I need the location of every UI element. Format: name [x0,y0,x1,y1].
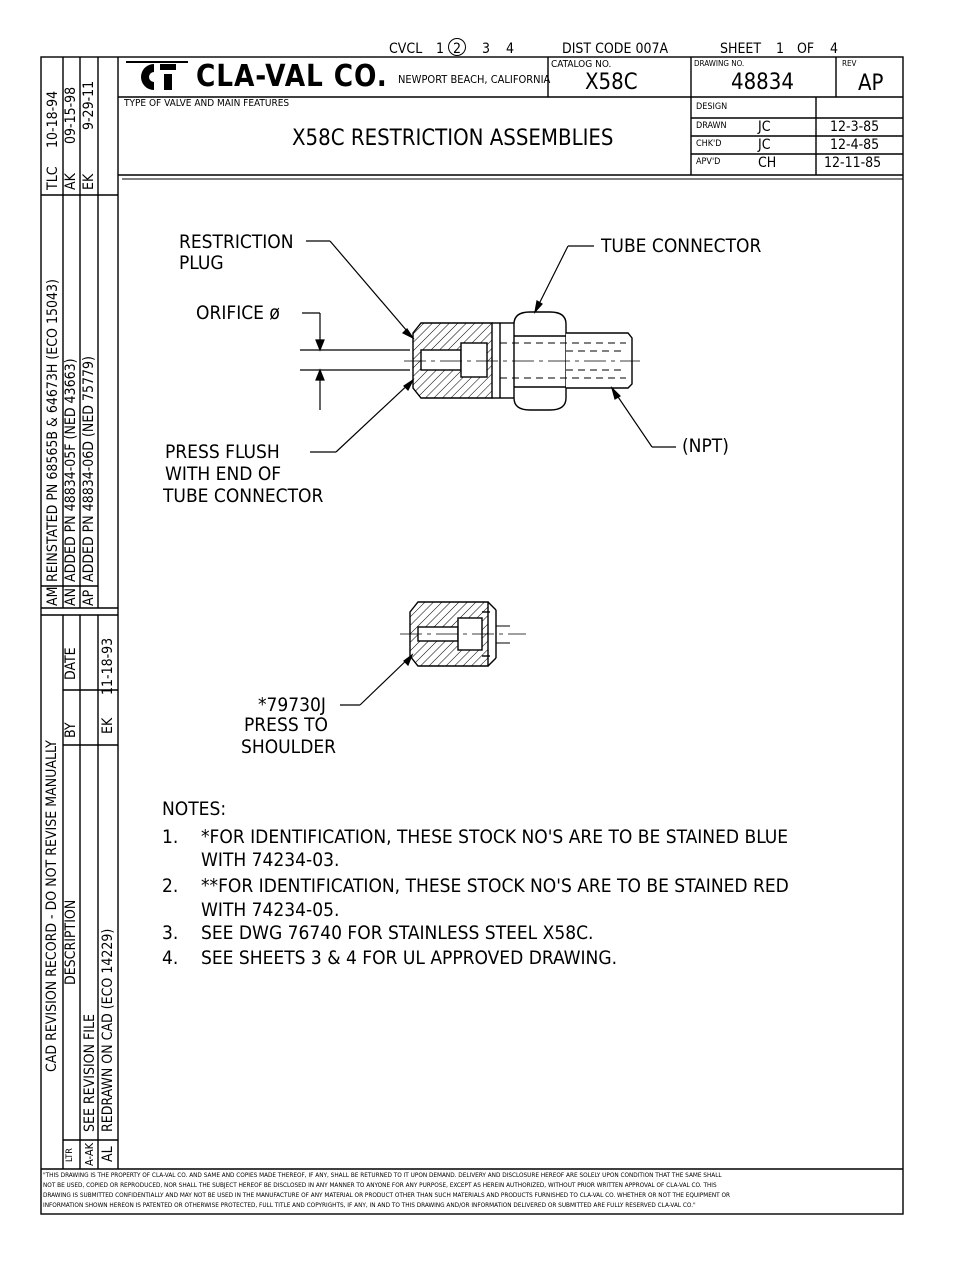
apvd-date: 12-11-85 [824,155,882,171]
cad-row1-ltr: A-AK [83,1142,96,1166]
cvcl-circled-marker [448,38,466,56]
footer-line-2: NOT BE USED, COPIED OR REPRODUCED, NOR S… [43,1181,717,1189]
drawing-no-label: DRAWING NO. [694,59,745,68]
sheet-of-label: OF [797,41,815,57]
rev-ap-ltr: AP [81,589,97,606]
note-2-line-2: WITH 74234-05. [201,899,340,921]
press-flush-label-1: PRESS FLUSH [165,441,280,463]
npt-label: (NPT) [682,435,729,457]
press-to-label: PRESS TO [244,714,329,736]
restriction-plug-label-2: PLUG [179,252,224,274]
drawing-title: X58C RESTRICTION ASSEMBLIES [292,126,614,151]
restriction-plug-label-1: RESTRICTION [179,231,294,253]
drawn-label: DRAWN [696,121,727,131]
plug-79730j [400,601,526,667]
footer-line-1: "THIS DRAWING IS THE PROPERTY OF CLA-VAL… [43,1171,722,1179]
dist-code: DIST CODE 007A [562,41,669,57]
drawing-no-value: 48834 [731,70,794,95]
chkd-by: JC [758,137,771,153]
rev-an-ltr: AN [63,587,79,606]
chkd-date: 12-4-85 [830,137,880,153]
note-2-num: 2. [162,875,179,897]
rev-ap-desc: ADDED PN 48834-06D (NED 75779) [81,356,97,582]
cad-row1-desc: SEE REVISION FILE [82,1014,98,1132]
note-4-num: 4. [162,947,179,969]
rev-am-desc: REINSTATED PN 68565B & 64673H (ECO 15043… [45,279,61,582]
orifice-label: ORIFICE ø [196,302,280,324]
footer-line-4: INFORMATION SHOWN HEREON IS PATENTED OR … [43,1201,696,1209]
note-3-line-1: SEE DWG 76740 FOR STAINLESS STEEL X58C. [201,922,594,944]
design-label: DESIGN [696,102,728,112]
rev-value: AP [858,71,884,96]
rev-an-date: 09-15-98 [63,86,79,144]
note-1-num: 1. [162,826,179,848]
company-name: CLA-VAL CO. [196,59,388,94]
cla-val-logo-icon [124,60,190,94]
cvcl-sheet-1: 1 [436,41,445,57]
cad-ltr-header: LTR [65,1148,75,1162]
cad-desc-header: DESCRIPTION [63,899,79,985]
rev-label: REV [842,59,857,68]
sheet-total: 4 [830,41,839,57]
drawn-date: 12-3-85 [830,119,880,135]
company-location: NEWPORT BEACH, CALIFORNIA [398,73,551,86]
rev-an-by: AK [63,173,79,190]
cad-row2-ltr: AL [100,1146,116,1162]
cad-row2-by: EK [100,717,116,734]
sheet-label: SHEET [720,41,762,57]
apvd-label: APV'D [696,157,721,167]
rev-am-by: TLC [45,166,61,190]
shoulder-label: SHOULDER [241,736,337,758]
cad-row2-date: 11-18-93 [100,637,116,695]
notes-heading: NOTES: [162,798,227,820]
press-flush-label-3: TUBE CONNECTOR [163,485,324,507]
note-1-line-2: WITH 74234-03. [201,849,340,871]
note-4-line-1: SEE SHEETS 3 & 4 FOR UL APPROVED DRAWING… [201,947,618,969]
cvcl-sheet-4: 4 [506,41,515,57]
orifice-dimension [300,312,410,410]
tube-connector-assembly [404,311,640,411]
note-1-line-1: *FOR IDENTIFICATION, THESE STOCK NO'S AR… [201,826,789,848]
cvcl-label: CVCL [389,41,423,57]
rev-am-ltr: AM [45,586,61,606]
chkd-label: CHK'D [696,139,722,149]
note-3-num: 3. [162,922,179,944]
catalog-value: X58C [585,70,638,95]
cvcl-sheet-3: 3 [482,41,491,57]
cad-date-header: DATE [63,647,79,680]
tube-connector-label: TUBE CONNECTOR [601,235,762,257]
rev-ap-date: 9-29-11 [81,80,97,130]
apvd-by: CH [758,155,777,171]
cad-record-title: CAD REVISION RECORD - DO NOT REVISE MANU… [44,740,60,1072]
type-label: TYPE OF VALVE AND MAIN FEATURES [124,98,290,109]
note-2-line-1: **FOR IDENTIFICATION, THESE STOCK NO'S A… [201,875,789,897]
rev-ap-by: EK [81,173,97,190]
cad-row2-desc: REDRAWN ON CAD (ECO 14229) [100,928,116,1132]
catalog-label: CATALOG NO. [551,59,612,70]
footer-line-3: DRAWING IS SUBMITTED CONFIDENTIALLY AND … [43,1191,731,1199]
rev-an-desc: ADDED PN 48834-05F (NED 43663) [63,358,79,582]
sheet-number: 1 [776,41,785,57]
drawn-by: JC [758,119,771,135]
part-79730j-label: *79730J [258,694,326,716]
rev-am-date: 10-18-94 [45,90,61,148]
cad-by-header: BY [63,722,79,738]
press-flush-label-2: WITH END OF [165,463,282,485]
cvcl-sheet-2: 2 [453,41,462,57]
